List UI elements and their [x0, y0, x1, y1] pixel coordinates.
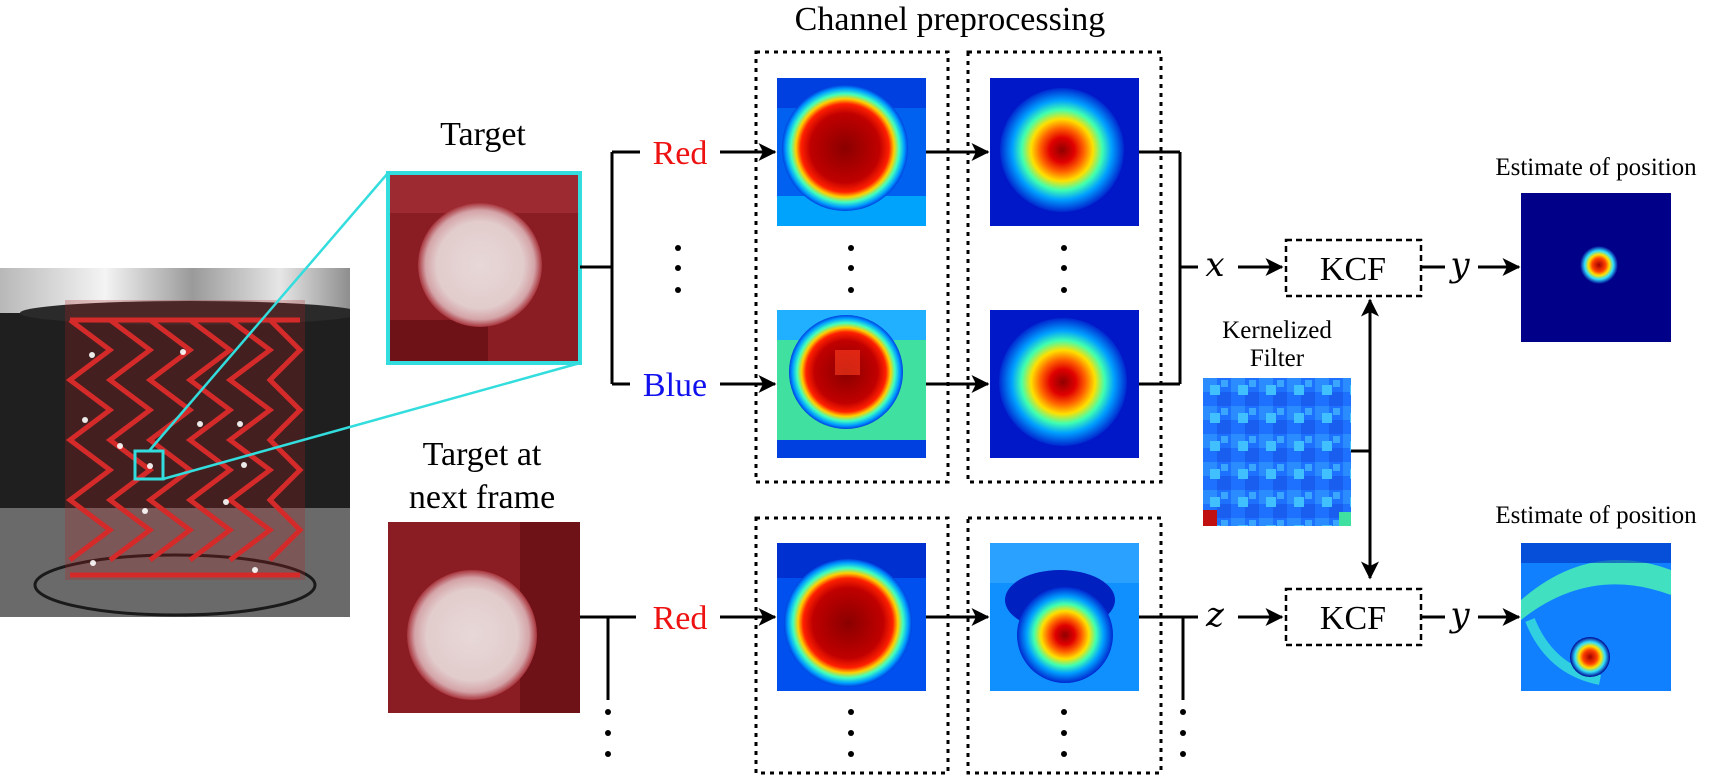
target-patch [388, 173, 580, 363]
zoom-line-bottom [162, 361, 581, 481]
kernel-corner-br [1339, 512, 1351, 526]
specimen-photo [0, 268, 350, 617]
kcf-box-bottom [1284, 587, 1423, 647]
target-next-label-1: Target at [423, 436, 542, 473]
bottom-branch-lines [580, 615, 636, 700]
preproc-box-3 [754, 516, 950, 775]
top-branch-lines [580, 150, 640, 386]
bottom-merge-lines [1139, 615, 1198, 700]
kernel-label-2: Filter [1250, 345, 1305, 372]
estimate-peak-top [1580, 246, 1618, 284]
heatmap-red-filtered [990, 78, 1139, 226]
diagram-title: Channel preprocessing [795, 1, 1106, 38]
kernel-corner-bl [1203, 510, 1217, 526]
preproc-box-1 [754, 50, 950, 484]
channel-blue-label: Blue [643, 367, 707, 404]
estimate-label-top: Estimate of position [1495, 154, 1697, 181]
x-label: x [1205, 245, 1224, 285]
heatmap-red-next-filtered [990, 543, 1139, 691]
vertical-dots-1 [675, 245, 681, 293]
target-label: Target [440, 116, 526, 153]
kcf-label-bottom: KCF [1320, 600, 1386, 637]
heatmap-blue-raw [777, 310, 926, 458]
zoom-line-top [148, 172, 389, 452]
target-next-patch [388, 522, 580, 713]
vertical-dots-3 [605, 709, 611, 757]
vertical-dots-4 [848, 709, 1186, 757]
channel-red-label: Red [653, 135, 708, 172]
estimate-peak-bottom [1570, 637, 1610, 677]
preproc-box-4 [966, 516, 1163, 775]
kernel-filter-map [1203, 378, 1351, 526]
kernel-label-1: Kernelized [1222, 317, 1332, 344]
heatmap-red-raw [777, 78, 926, 226]
channel-red-bottom-label: Red [653, 600, 708, 637]
target-next-label-2: next frame [409, 479, 555, 516]
kcf-label-top: KCF [1320, 251, 1386, 288]
top-merge-lines [1139, 150, 1198, 386]
y-label-top: y [1448, 245, 1470, 285]
z-label: z [1205, 595, 1225, 635]
heatmap-red-next-raw [777, 543, 926, 691]
y-label-bottom: y [1448, 595, 1470, 635]
preproc-box-2 [966, 50, 1163, 484]
estimate-label-bottom: Estimate of position [1495, 502, 1697, 529]
vertical-dots-2 [848, 245, 1067, 293]
heatmap-blue-filtered [990, 310, 1139, 458]
